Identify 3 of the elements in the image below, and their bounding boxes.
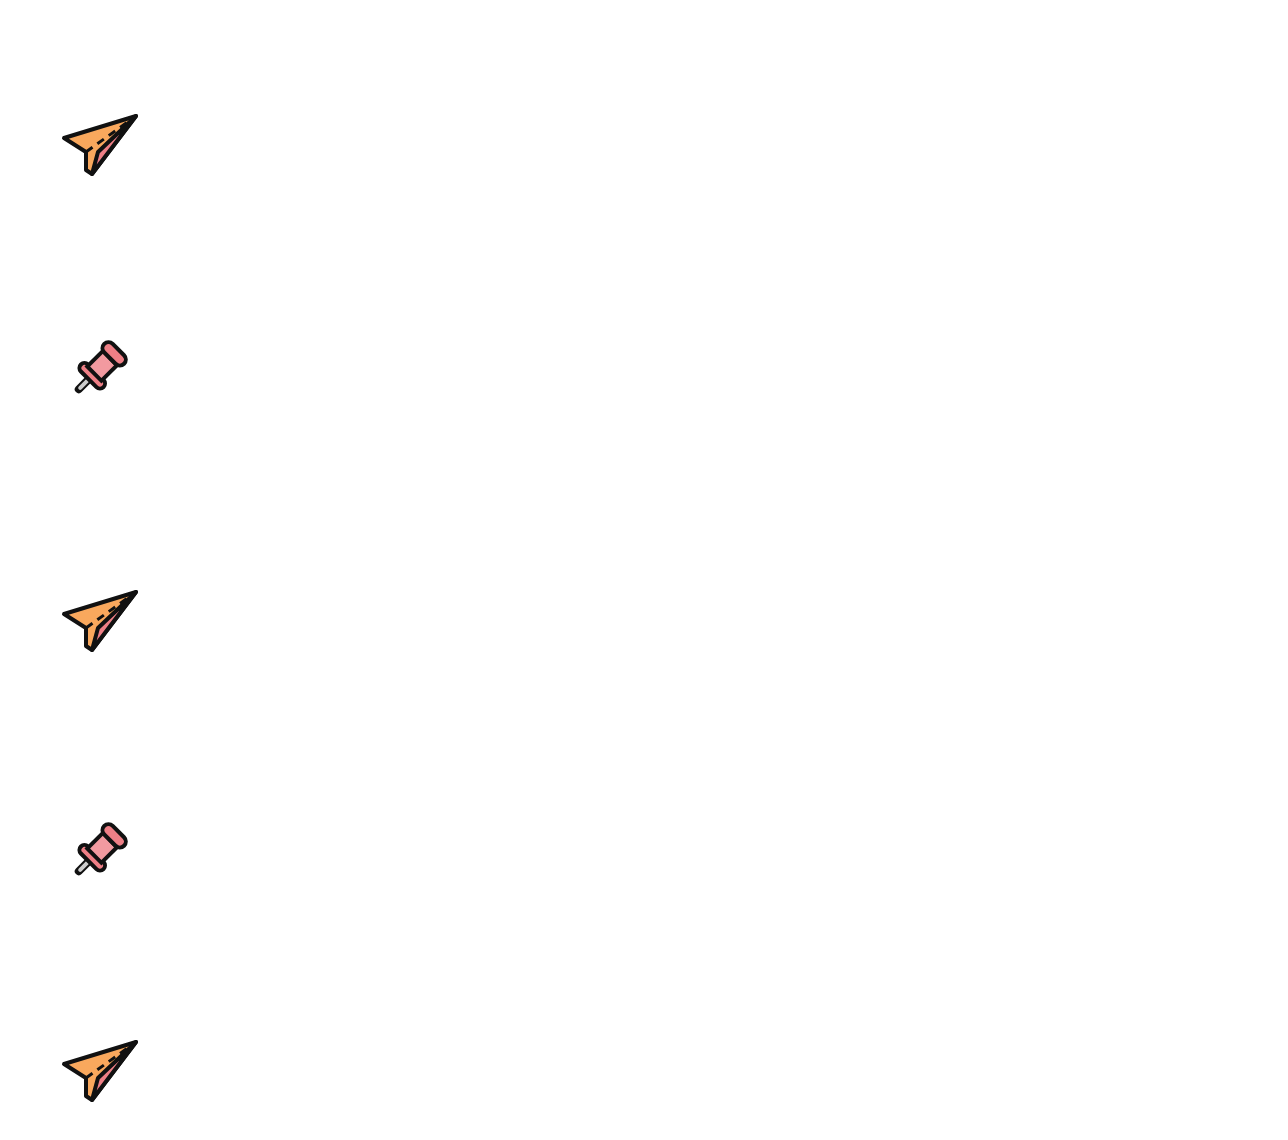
paper-plane-icon [60, 112, 140, 178]
paper-plane-icon [60, 588, 140, 654]
paper-plane-icon [60, 1038, 140, 1104]
